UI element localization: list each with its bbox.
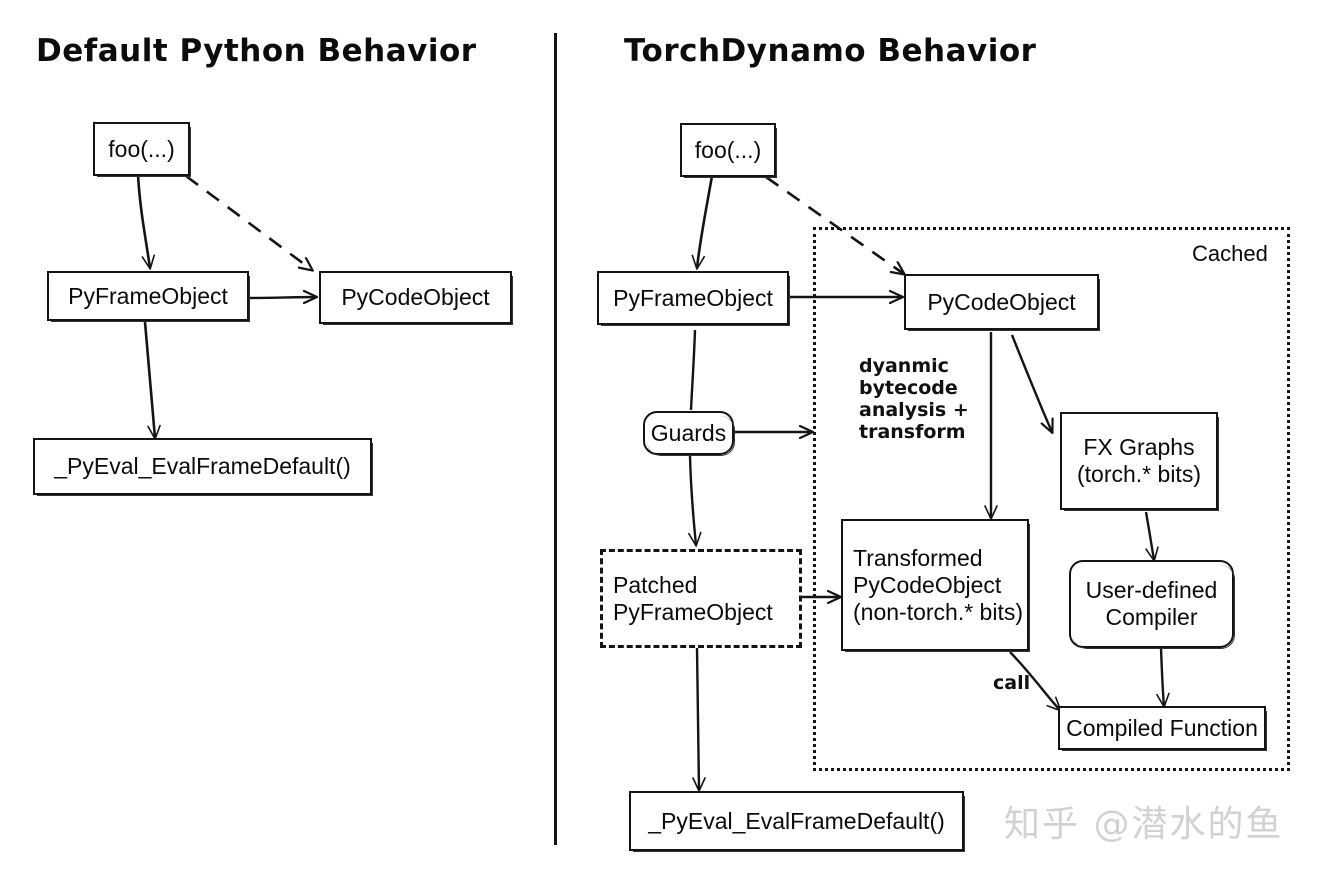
node-pycodeobject-right: PyCodeObject <box>904 274 1100 331</box>
annotation-call: call <box>993 672 1031 694</box>
node-transformed-pycodeobject: Transformed PyCodeObject (non-torch.* bi… <box>841 519 1030 652</box>
node-foo-right: foo(...) <box>680 123 777 178</box>
node-patched-pyframeobject: Patched PyFrameObject <box>600 549 802 648</box>
node-compiled-function: Compiled Function <box>1058 706 1267 751</box>
panel-divider <box>554 33 557 845</box>
node-pycodeobject-right-label: PyCodeObject <box>927 288 1076 315</box>
node-eval-frame-default-right: _PyEval_EvalFrameDefault() <box>629 791 965 852</box>
node-user-defined-compiler-label: User-defined Compiler <box>1085 577 1218 630</box>
node-foo-left-label: foo(...) <box>108 135 175 162</box>
node-foo-right-label: foo(...) <box>694 136 762 163</box>
node-pyframeobject-right-label: PyFrameObject <box>613 284 773 311</box>
cached-region-label: Cached <box>1192 241 1268 266</box>
node-fx-graphs: FX Graphs (torch.* bits) <box>1060 412 1219 511</box>
node-guards: Guards <box>643 411 735 456</box>
right-panel-title: TorchDynamo Behavior <box>624 33 1037 69</box>
node-user-defined-compiler: User-defined Compiler <box>1069 560 1235 649</box>
node-pycodeobject-left: PyCodeObject <box>319 271 513 325</box>
watermark: 知乎 @潜水的鱼 <box>1004 804 1284 845</box>
node-pycodeobject-left-label: PyCodeObject <box>341 284 490 310</box>
node-pyframeobject-right: PyFrameObject <box>597 271 790 326</box>
node-compiled-function-label: Compiled Function <box>1066 714 1258 741</box>
node-pyframeobject-left-label: PyFrameObject <box>68 282 228 309</box>
node-transformed-pycodeobject-label: Transformed PyCodeObject (non-torch.* bi… <box>853 544 1024 625</box>
node-guards-label: Guards <box>650 419 727 446</box>
left-panel-title: Default Python Behavior <box>36 33 477 69</box>
node-eval-frame-default-left-label: _PyEval_EvalFrameDefault() <box>54 453 351 479</box>
node-eval-frame-default-right-label: _PyEval_EvalFrameDefault() <box>648 807 945 834</box>
node-pyframeobject-left: PyFrameObject <box>47 271 250 322</box>
node-eval-frame-default-left: _PyEval_EvalFrameDefault() <box>33 438 373 496</box>
cached-region <box>813 227 1290 771</box>
annotation-dynamic-bytecode-transform: dyanmic bytecode analysis + transform <box>859 355 969 443</box>
node-foo-left: foo(...) <box>93 122 191 177</box>
node-fx-graphs-label: FX Graphs (torch.* bits) <box>1077 434 1201 487</box>
node-patched-pyframeobject-label: Patched PyFrameObject <box>613 571 773 625</box>
